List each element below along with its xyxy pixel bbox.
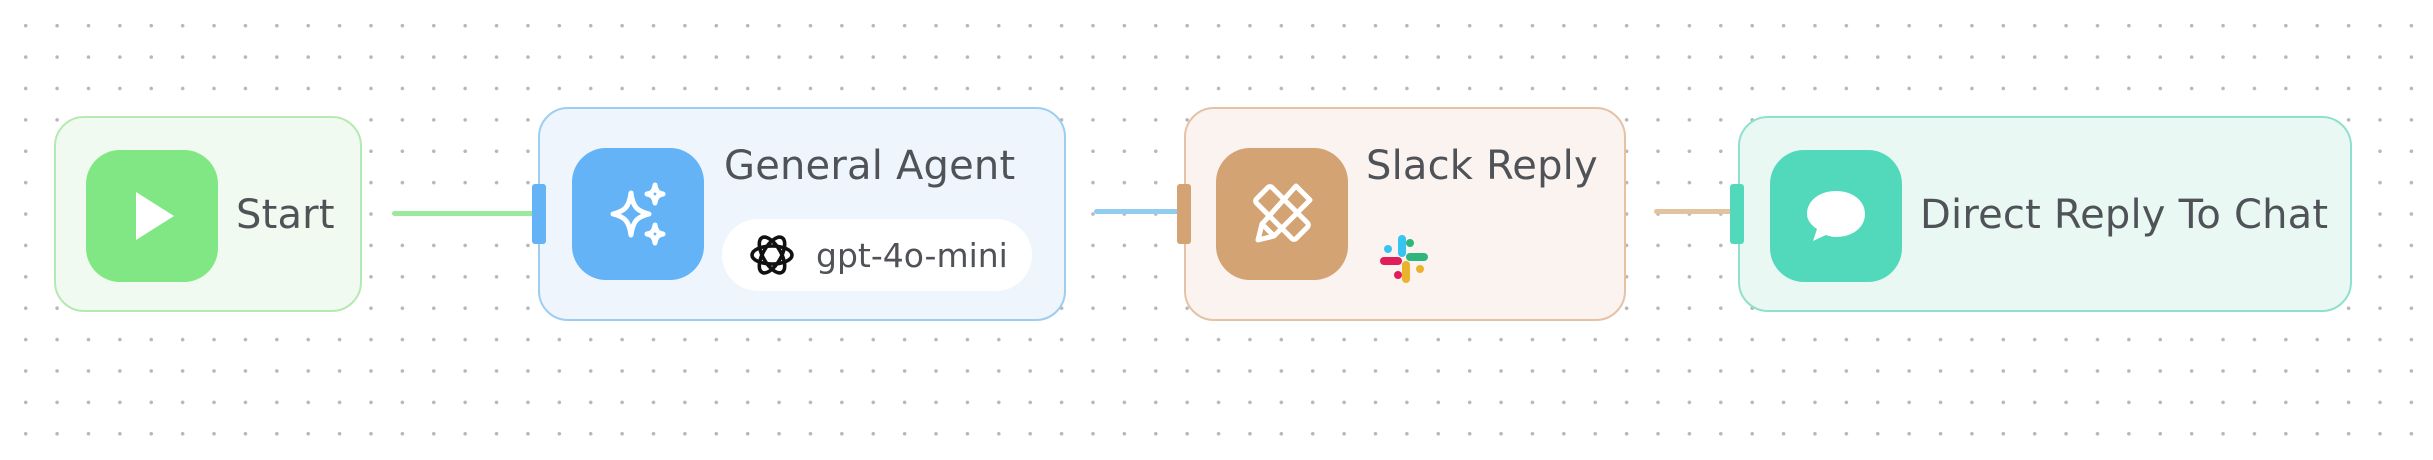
pencil-ruler-icon <box>1253 183 1313 243</box>
slack-node-icon-tile <box>1216 148 1348 280</box>
direct-node-icon-tile <box>1770 150 1902 282</box>
node-title: Slack Reply <box>1366 143 1598 189</box>
node-slack-reply[interactable]: Slack Reply <box>1184 107 1626 321</box>
node-direct-reply[interactable]: Direct Reply To Chat <box>1738 116 2352 312</box>
edge-agent-to-slack[interactable] <box>1094 209 1186 214</box>
input-port-slack-reply[interactable] <box>1177 184 1191 244</box>
node-title: General Agent <box>724 143 1016 189</box>
start-node-icon-tile <box>86 150 218 282</box>
play-icon <box>136 192 174 240</box>
node-general-agent[interactable]: General Agent gpt-4o-mini <box>538 107 1066 321</box>
sparkles-icon <box>610 182 666 246</box>
node-start[interactable]: Start <box>54 116 362 312</box>
chat-bubble-icon <box>1807 191 1865 241</box>
edge-start-to-agent[interactable] <box>392 211 540 216</box>
openai-icon <box>746 229 798 281</box>
edge-slack-to-direct[interactable] <box>1654 209 1740 214</box>
slack-icon <box>1380 235 1428 283</box>
input-port-direct-reply[interactable] <box>1730 184 1744 244</box>
agent-node-icon-tile <box>572 148 704 280</box>
node-title: Direct Reply To Chat <box>1920 192 2329 238</box>
model-label: gpt-4o-mini <box>816 235 1008 275</box>
input-port-general-agent[interactable] <box>532 184 546 244</box>
node-title: Start <box>236 192 335 238</box>
model-selector[interactable]: gpt-4o-mini <box>722 219 1032 291</box>
